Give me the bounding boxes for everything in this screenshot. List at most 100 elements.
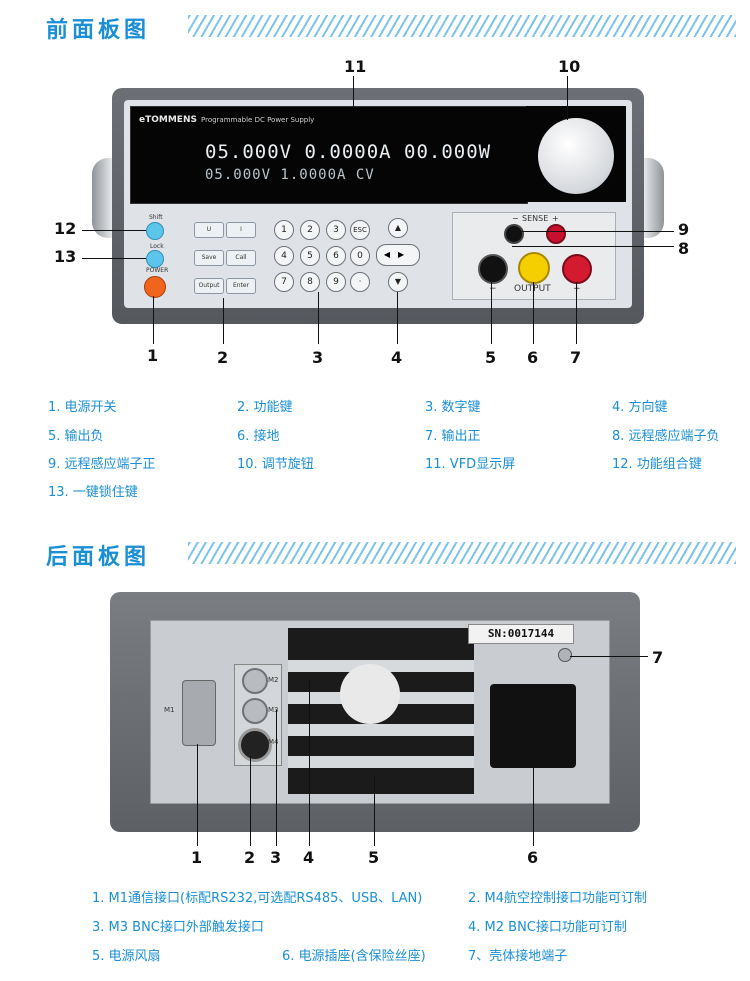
rear-legend-item: 7、壳体接地端子 bbox=[468, 949, 568, 964]
output-label: OUTPUT bbox=[514, 284, 551, 294]
rear-legend-item: 6. 电源插座(含保险丝座) bbox=[282, 949, 426, 964]
digit-key-0[interactable]: 0 bbox=[350, 246, 370, 266]
digit-key-8[interactable]: 8 bbox=[300, 272, 320, 292]
front-callout-10: 10 bbox=[558, 57, 581, 76]
front-legend-item: 10. 调节旋钮 bbox=[237, 457, 314, 472]
front-legend-item: 13. 一键锁住键 bbox=[48, 485, 138, 500]
front-panel-title: 前面板图 bbox=[46, 18, 151, 43]
rear-legend-item: 1. M1通信接口(标配RS232,可选配RS485、USB、LAN) bbox=[92, 891, 423, 906]
sense-minus-label: − bbox=[512, 214, 519, 223]
fan-hub bbox=[340, 664, 400, 724]
rear-callout-5: 5 bbox=[368, 848, 380, 867]
front-callout-2: 2 bbox=[217, 348, 229, 367]
ground-screw bbox=[558, 648, 572, 662]
front-legend-item: 6. 接地 bbox=[237, 429, 280, 444]
digit-key-3[interactable]: 3 bbox=[326, 220, 346, 240]
down-arrow-icon[interactable]: ▼ bbox=[388, 272, 408, 292]
rear-callout-3: 3 bbox=[270, 848, 282, 867]
digit-key-1[interactable]: 1 bbox=[274, 220, 294, 240]
callout-line-2 bbox=[223, 298, 224, 344]
title-hatch-decoration bbox=[188, 542, 736, 564]
up-arrow-icon[interactable]: ▲ bbox=[388, 218, 408, 238]
front-callout-6: 6 bbox=[527, 348, 539, 367]
lock-button[interactable] bbox=[146, 250, 164, 268]
current-key[interactable]: I bbox=[226, 222, 256, 238]
digit-key-7[interactable]: 7 bbox=[274, 272, 294, 292]
m3-bnc-port[interactable] bbox=[242, 698, 268, 724]
front-legend-item: 2. 功能键 bbox=[237, 400, 293, 415]
front-callout-7: 7 bbox=[570, 348, 582, 367]
rs232-port[interactable] bbox=[182, 680, 216, 746]
rear-callout-1: 1 bbox=[191, 848, 203, 867]
save-key[interactable]: Save bbox=[194, 250, 224, 266]
front-callout-8: 8 bbox=[678, 239, 690, 258]
callout-line-10 bbox=[567, 76, 568, 120]
digit-key-2[interactable]: 2 bbox=[300, 220, 320, 240]
output-positive-terminal[interactable] bbox=[562, 254, 592, 284]
front-callout-1: 1 bbox=[147, 346, 159, 365]
rear-callout-line-1 bbox=[197, 744, 198, 846]
digit-key-9[interactable]: 9 bbox=[326, 272, 346, 292]
front-legend-item: 8. 远程感应端子负 bbox=[612, 429, 720, 444]
shift-button[interactable] bbox=[146, 222, 164, 240]
lock-label: Lock bbox=[150, 243, 164, 250]
product-name: Programmable DC Power Supply bbox=[201, 116, 315, 124]
enter-key[interactable]: Enter bbox=[226, 278, 256, 294]
digit-key-5[interactable]: 5 bbox=[300, 246, 320, 266]
callout-line-13 bbox=[82, 258, 146, 259]
power-socket[interactable] bbox=[490, 684, 576, 768]
front-legend-item: 4. 方向键 bbox=[612, 400, 668, 415]
front-callout-9: 9 bbox=[678, 220, 690, 239]
shift-label: Shift bbox=[149, 214, 163, 221]
display-line-1: 05.000V 0.0000A 00.000W bbox=[205, 141, 492, 163]
digit-key-4[interactable]: 4 bbox=[274, 246, 294, 266]
m3-label: M3 bbox=[268, 706, 279, 714]
power-button[interactable] bbox=[144, 276, 166, 298]
rear-callout-line-6 bbox=[533, 768, 534, 846]
left-right-arrow-icon[interactable]: ◀▶ bbox=[376, 244, 420, 266]
rear-legend-item: 5. 电源风扇 bbox=[92, 949, 161, 964]
front-legend-item: 11. VFD显示屏 bbox=[425, 457, 516, 472]
call-key[interactable]: Call bbox=[226, 250, 256, 266]
sense-label: SENSE bbox=[522, 214, 549, 223]
rear-callout-2: 2 bbox=[244, 848, 256, 867]
output-key[interactable]: Output bbox=[194, 278, 224, 294]
rear-callout-line-4 bbox=[309, 680, 310, 846]
callout-line-7 bbox=[576, 282, 577, 344]
m2-bnc-port[interactable] bbox=[242, 668, 268, 694]
digit-key-6[interactable]: 6 bbox=[326, 246, 346, 266]
front-callout-13: 13 bbox=[54, 247, 77, 266]
front-callout-11: 11 bbox=[344, 57, 367, 76]
front-legend-item: 12. 功能组合键 bbox=[612, 457, 702, 472]
ground-terminal[interactable] bbox=[518, 252, 550, 284]
front-callout-4: 4 bbox=[391, 348, 403, 367]
serial-number-label: SN:0017144 bbox=[468, 624, 574, 644]
rear-callout-6: 6 bbox=[527, 848, 539, 867]
rear-legend-item: 4. M2 BNC接口功能可订制 bbox=[468, 920, 627, 935]
front-legend-item: 1. 电源开关 bbox=[48, 400, 117, 415]
adjust-knob[interactable] bbox=[538, 118, 614, 194]
voltage-key[interactable]: U bbox=[194, 222, 224, 238]
callout-line-4 bbox=[397, 292, 398, 344]
rear-callout-7: 7 bbox=[652, 648, 664, 667]
front-callout-3: 3 bbox=[312, 348, 324, 367]
sense-negative-terminal[interactable] bbox=[504, 224, 524, 244]
callout-line-11 bbox=[353, 76, 354, 108]
output-negative-terminal[interactable] bbox=[478, 254, 508, 284]
callout-line-12 bbox=[82, 230, 146, 231]
rear-callout-4: 4 bbox=[303, 848, 315, 867]
dot-key[interactable]: · bbox=[350, 272, 370, 292]
sense-positive-terminal[interactable] bbox=[546, 224, 566, 244]
callout-line-8 bbox=[512, 246, 674, 247]
rear-callout-line-7 bbox=[570, 656, 648, 657]
m4-aviation-port[interactable] bbox=[238, 728, 272, 762]
rear-legend-item: 2. M4航空控制接口功能可订制 bbox=[468, 891, 648, 906]
power-label: POWER bbox=[146, 267, 169, 274]
rear-legend-item: 3. M3 BNC接口外部触发接口 bbox=[92, 920, 264, 935]
sense-plus-label: + bbox=[552, 214, 559, 223]
esc-key[interactable]: ESC bbox=[350, 220, 370, 240]
front-legend-item: 3. 数字键 bbox=[425, 400, 481, 415]
rear-callout-line-3 bbox=[276, 710, 277, 846]
brand-logo: eTOMMENS bbox=[139, 115, 197, 125]
m1-label: M1 bbox=[164, 706, 175, 714]
